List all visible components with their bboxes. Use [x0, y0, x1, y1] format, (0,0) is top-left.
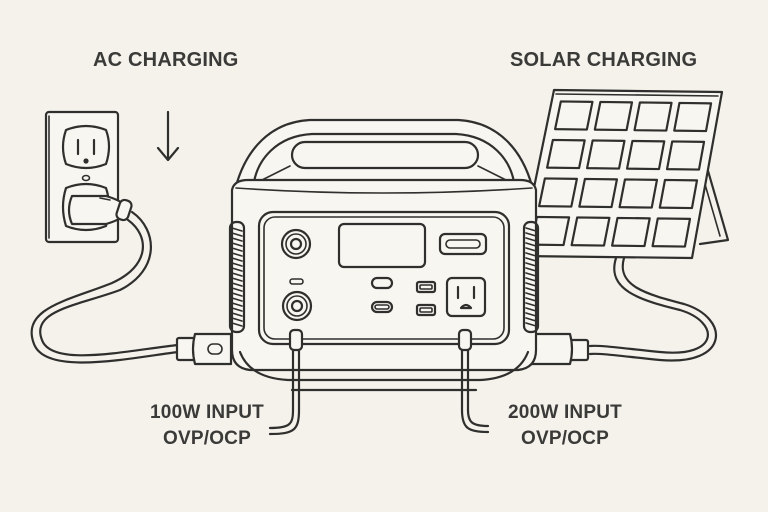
solar-cell — [546, 138, 586, 170]
solar-panel-icon — [518, 88, 724, 260]
right-input-spec: 200W INPUT OVP/OCP — [490, 400, 640, 452]
solar-cell — [578, 177, 619, 209]
left-input-wattage: 100W INPUT — [150, 402, 264, 423]
solar-cell — [618, 178, 659, 209]
solar-cell — [633, 101, 673, 132]
ac-charging-heading: AC CHARGING — [93, 49, 239, 71]
left-input-lead — [268, 328, 304, 436]
wall-outlet-icon — [44, 110, 133, 244]
solar-cell — [625, 139, 666, 171]
solar-cell — [610, 216, 651, 248]
power-station-icon — [228, 118, 540, 392]
ac-cable — [30, 210, 233, 366]
left-input-protection: OVP/OCP — [163, 428, 251, 449]
solar-cable — [530, 256, 718, 366]
right-input-lead — [457, 328, 490, 434]
left-input-spec: 100W INPUT OVP/OCP — [132, 400, 282, 452]
right-input-protection: OVP/OCP — [521, 428, 609, 449]
solar-charging-heading: SOLAR CHARGING — [510, 49, 698, 71]
solar-cell — [538, 177, 579, 208]
arrow-down-icon — [156, 110, 180, 162]
solar-cell — [553, 100, 594, 131]
solar-cell — [593, 100, 634, 132]
solar-cell — [673, 101, 713, 133]
solar-cell — [665, 140, 706, 171]
solar-cell — [658, 178, 699, 210]
solar-cell — [570, 216, 611, 247]
solar-cell — [651, 217, 692, 248]
solar-cell — [585, 139, 626, 170]
right-input-wattage: 200W INPUT — [508, 402, 622, 423]
